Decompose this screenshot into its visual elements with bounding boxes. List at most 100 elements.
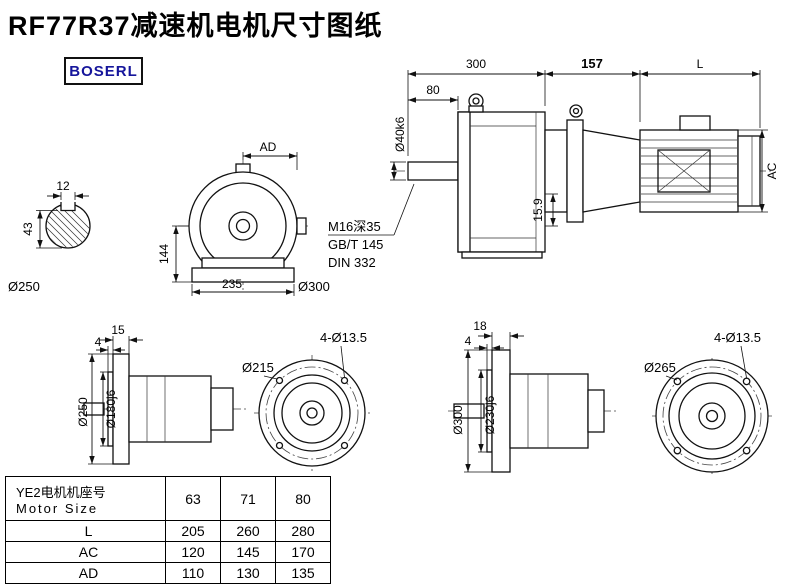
thread-notes: M16深35 GB/T 145 DIN 332: [328, 183, 415, 270]
label-dia215: Ø215: [242, 360, 274, 375]
dim-label-dia250: Ø250: [76, 397, 90, 427]
AD-71-value: 130: [220, 562, 276, 584]
dimension-table: YE2电机机座号 Motor Size 63 71 80 L 205 260 2…: [5, 476, 331, 584]
foot-upper: [201, 257, 285, 269]
note-gb-standard: GB/T 145: [328, 237, 383, 252]
dim-label-15-9: 15.9: [531, 198, 545, 222]
row-label-AD: AD: [5, 562, 166, 584]
dim-dia250-small: Ø250: [76, 353, 113, 465]
dim-label-4-large: 4: [465, 334, 472, 348]
motor-cooling-fins: [641, 139, 737, 203]
dim-dia300-large: Ø300: [451, 349, 492, 473]
gearbox-base: [461, 251, 543, 259]
AD-80-value: 135: [275, 562, 331, 584]
note-din-standard: DIN 332: [328, 255, 376, 270]
dim-4-small: 4: [95, 335, 125, 372]
dim-label-43: 43: [21, 222, 35, 236]
AC-63-value: 120: [165, 541, 221, 563]
dim-label-AD: AD: [260, 140, 277, 154]
foot-base: [191, 267, 295, 283]
label-dia-300: Ø300: [298, 279, 330, 294]
dim-shaft-diameter: Ø40k6: [390, 116, 407, 181]
row-label-AC: AC: [5, 541, 166, 563]
dim-label-4-small: 4: [95, 335, 102, 349]
dim-80: 80: [408, 83, 459, 110]
note-thread: M16深35: [328, 219, 381, 234]
dim-dia230-large: Ø230j6: [478, 369, 497, 453]
flange-large-side-view: 18 4 Ø300 Ø230j6: [448, 319, 618, 473]
dim-12: 12: [47, 179, 89, 200]
flange-outer-large: [655, 359, 769, 473]
dim-label-12: 12: [56, 179, 70, 193]
page-title: RF77R37减速机电机尺寸图纸: [8, 11, 383, 41]
L-80-value: 280: [275, 520, 331, 542]
dim-dia180-small: Ø180j6: [100, 371, 118, 447]
table-header-row: YE2电机机座号 Motor Size 63 71 80: [5, 476, 331, 521]
dim-label-shaft-dia: Ø40k6: [393, 116, 407, 152]
dim-label-235: 235: [222, 277, 242, 291]
brand-logo: BOSERL: [64, 57, 143, 85]
motor-body: [639, 129, 739, 213]
size-63-cell: 63: [165, 476, 221, 521]
row-label-L: L: [5, 520, 166, 542]
gearbox-front-flange: [457, 111, 471, 253]
shaft-section-view: 12 43 Ø250: [8, 179, 91, 294]
gearbox-front-view: AD 144 235 Ø300: [157, 140, 330, 296]
main-assembly-view: 300 157 L 80 Ø40k6 AC: [390, 56, 779, 259]
dim-15-9: 15.9: [531, 193, 558, 227]
fan-cover: [737, 135, 761, 207]
side-boss: [296, 217, 307, 235]
keyway-notch: [60, 202, 76, 212]
L-71-value: 260: [220, 520, 276, 542]
motor-size-header-cell: YE2电机机座号 Motor Size: [5, 476, 166, 521]
dim-235: 235: [191, 277, 295, 296]
table-row-L: L 205 260 280: [5, 520, 331, 542]
adapter-flange: [566, 119, 584, 223]
housing-large: [509, 373, 589, 449]
dim-18-large: 18: [473, 319, 524, 350]
size-80-cell: 80: [275, 476, 331, 521]
dim-label-157: 157: [581, 56, 603, 71]
dim-ac: AC: [738, 129, 779, 213]
flange-large-front-view: Ø265 4-Ø13.5: [644, 330, 772, 474]
dim-ad: AD: [242, 140, 298, 170]
housing-small: [128, 375, 212, 443]
lifting-eyebolt: [468, 93, 484, 113]
dim-label-L: L: [697, 57, 704, 71]
dim-chain-top: 300 157 L: [407, 56, 761, 156]
label-dia-250: Ø250: [8, 279, 40, 294]
L-63-value: 205: [165, 520, 221, 542]
size-71-cell: 71: [220, 476, 276, 521]
dim-label-dia300: Ø300: [451, 405, 465, 435]
dim-label-dia180j6: Ø180j6: [104, 389, 118, 428]
motor-size-label-en: Motor Size: [16, 500, 99, 516]
dim-label-18: 18: [473, 319, 487, 333]
flange-outer-small: [258, 359, 366, 467]
flange-small-front-view: Ø215 4-Ø13.5: [242, 330, 370, 471]
adapter-stage: [544, 129, 568, 213]
dim-label-144: 144: [157, 244, 171, 264]
AD-63-value: 110: [165, 562, 221, 584]
table-row-AD: AD 110 130 135: [5, 562, 331, 584]
AC-80-value: 170: [275, 541, 331, 563]
motor-size-label-cn: YE2电机机座号: [16, 484, 106, 500]
technical-drawing: 300 157 L 80 Ø40k6 AC: [8, 56, 779, 474]
dim-label-80: 80: [426, 83, 440, 97]
output-shaft: [407, 161, 459, 181]
label-holes-small: 4-Ø13.5: [320, 330, 367, 345]
terminal-box: [679, 115, 711, 131]
dim-15-small: 15: [99, 323, 143, 354]
housing-step-large: [587, 389, 605, 433]
table-row-AC: AC 120 145 170: [5, 541, 331, 563]
motor-winding-block: [657, 149, 711, 193]
AC-71-value: 145: [220, 541, 276, 563]
bolt-circle-large: [662, 366, 762, 466]
dim-label-15: 15: [111, 323, 125, 337]
dim-label-dia230j6: Ø230j6: [483, 395, 497, 434]
dim-4-large: 4: [465, 334, 504, 370]
bolt-circle-small: [265, 366, 359, 460]
dim-label-300: 300: [466, 57, 486, 71]
gearbox-housing: [457, 111, 546, 253]
label-holes-large: 4-Ø13.5: [714, 330, 761, 345]
